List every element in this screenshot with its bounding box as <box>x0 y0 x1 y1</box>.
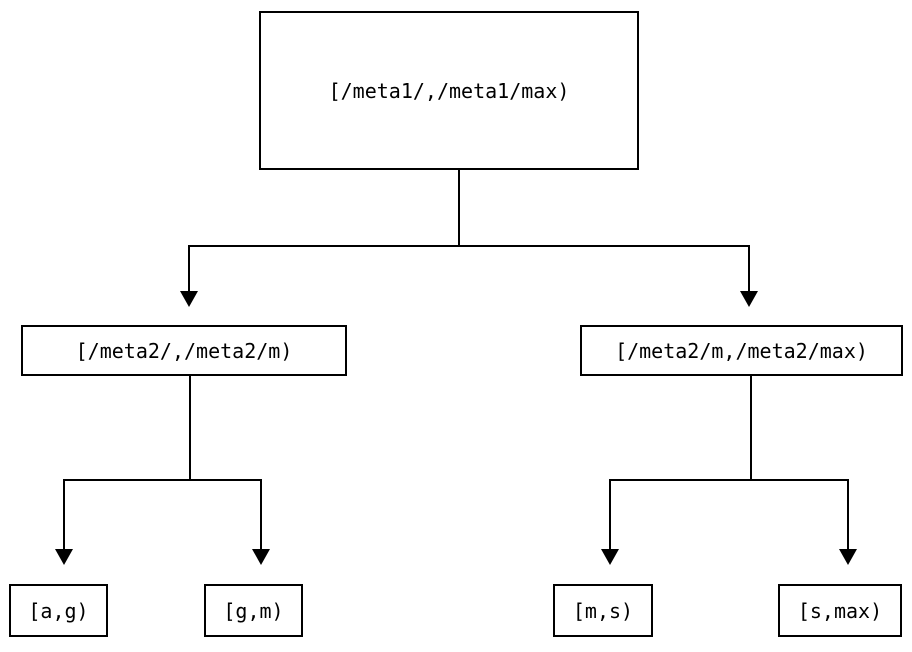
node-mid-right[interactable]: [/meta2/m,/meta2/max) <box>580 325 903 376</box>
arrow-root-to-mid-right <box>740 291 758 307</box>
node-root-label: [/meta1/,/meta1/max) <box>328 78 570 103</box>
node-leaf-4[interactable]: [s,max) <box>778 584 902 637</box>
arrow-root-to-mid-left <box>180 291 198 307</box>
node-leaf-3-label: [m,s) <box>572 598 634 623</box>
node-leaf-4-label: [s,max) <box>797 598 883 623</box>
edge-root-to-mid-right-drop <box>748 245 750 293</box>
edge-mid-left-to-leaf-2-drop <box>260 479 262 551</box>
node-root[interactable]: [/meta1/,/meta1/max) <box>259 11 639 170</box>
node-leaf-1-label: [a,g) <box>28 598 89 623</box>
edge-root-stem <box>458 169 460 246</box>
edge-mid-left-stem <box>189 376 191 480</box>
node-mid-right-label: [/meta2/m,/meta2/max) <box>615 338 868 363</box>
arrow-mid-left-to-leaf-1 <box>55 549 73 565</box>
edge-mid-right-stem <box>750 376 752 480</box>
node-leaf-1[interactable]: [a,g) <box>9 584 108 637</box>
edge-mid-right-to-leaf-4-drop <box>847 479 849 551</box>
node-mid-left-label: [/meta2/,/meta2/m) <box>75 338 293 363</box>
node-leaf-2[interactable]: [g,m) <box>204 584 303 637</box>
arrow-mid-right-to-leaf-4 <box>839 549 857 565</box>
edge-mid-right-crossbar <box>609 479 848 481</box>
edge-root-to-mid-left-drop <box>188 245 190 293</box>
node-leaf-3[interactable]: [m,s) <box>553 584 653 637</box>
edge-mid-left-crossbar <box>63 479 261 481</box>
edge-root-crossbar <box>188 245 750 247</box>
node-mid-left[interactable]: [/meta2/,/meta2/m) <box>21 325 347 376</box>
node-leaf-2-label: [g,m) <box>223 598 284 623</box>
arrow-mid-right-to-leaf-3 <box>601 549 619 565</box>
arrow-mid-left-to-leaf-2 <box>252 549 270 565</box>
edge-mid-left-to-leaf-1-drop <box>63 479 65 551</box>
edge-mid-right-to-leaf-3-drop <box>609 479 611 551</box>
